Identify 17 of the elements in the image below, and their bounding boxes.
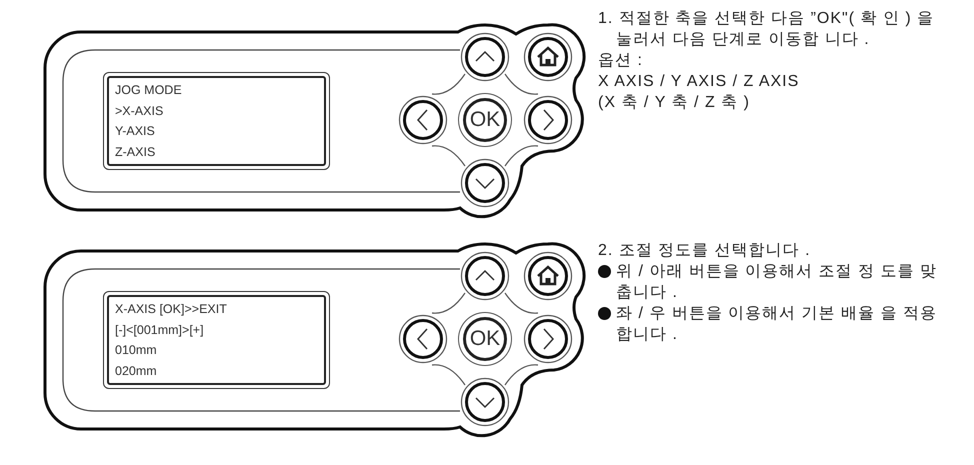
step-instruction: 1. 적절한 축을 선택한 다음 ”OK"( 확 인 ) 을 눌러서 다음 단계로 이동합 니다 . xyxy=(598,9,936,50)
screen-text: 020mm xyxy=(115,364,158,378)
bullet-text: 좌 / 우 버튼을 이용해서 기본 배율 을 적용합니다 . xyxy=(616,304,938,345)
note-text: (X 축 / Y 축 / Z 축 ) xyxy=(598,93,751,113)
screen-text: JOG MODE xyxy=(115,83,183,98)
screen-text: [-]<[001mm]>[+] xyxy=(115,322,205,337)
screen-text: 010mm xyxy=(115,343,158,358)
step-instruction: 2. 조절 정도를 선택합니다 . xyxy=(598,241,812,261)
lcd-screen xyxy=(103,291,330,389)
screen-text: Z-AXIS xyxy=(115,144,156,159)
note-text: X AXIS / Y AXIS / Z AXIS xyxy=(598,72,800,92)
screen-text: >X-AXIS xyxy=(115,104,164,118)
bullet-text: 위 / 아래 버튼을 이용해서 조절 정 도를 맞춥니다 . xyxy=(616,262,938,303)
lcd-screen xyxy=(103,72,330,170)
screen-text: Y-AXIS xyxy=(115,124,156,138)
note-text: 옵션 : xyxy=(598,51,644,71)
screen-text: X-AXIS [OK]>>EXIT xyxy=(115,302,228,316)
